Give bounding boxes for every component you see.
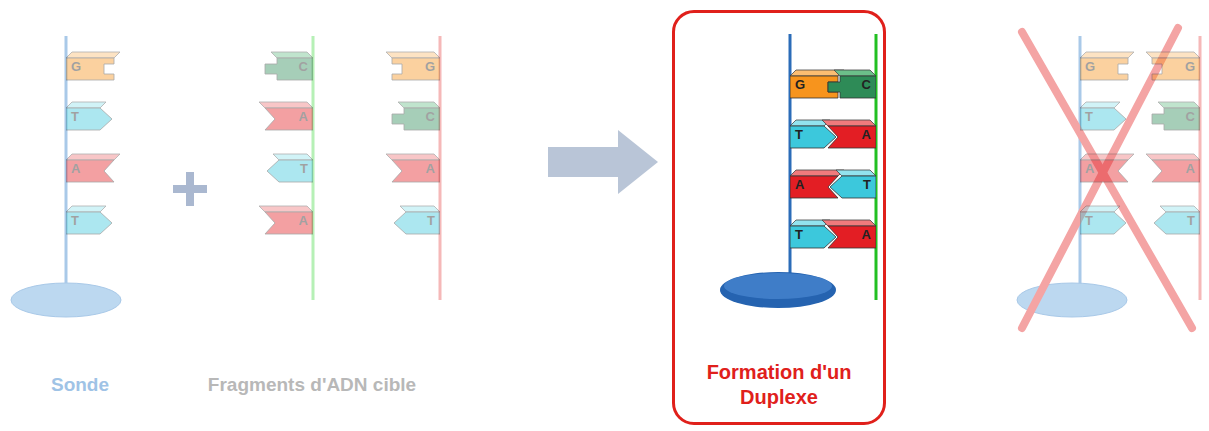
- nucleotide-block: G: [1144, 48, 1200, 82]
- base-letter: A: [299, 110, 308, 124]
- base-letter: A: [862, 128, 871, 142]
- nucleotide-block: A: [1080, 150, 1136, 184]
- base-letter: T: [427, 214, 435, 228]
- base-letter: A: [1085, 162, 1094, 176]
- probe-support: [724, 273, 832, 299]
- base-letter: G: [1185, 60, 1195, 74]
- base-letter: T: [1085, 214, 1093, 228]
- nucleotide-block: C: [384, 98, 440, 132]
- base-letter: C: [1186, 110, 1195, 124]
- base-letter: T: [1085, 110, 1093, 124]
- nucleotide-block: A: [384, 150, 440, 184]
- probe-support: [720, 272, 836, 308]
- target-strand: [875, 34, 878, 300]
- nucleotide-block: T: [820, 166, 876, 200]
- nucleotide-block: T: [1144, 202, 1200, 236]
- nucleotide-block: T: [1080, 98, 1136, 132]
- base-letter: G: [1085, 60, 1095, 74]
- box-title: Formation d'un Duplexe: [675, 360, 883, 410]
- cross-mark: [1022, 28, 1178, 328]
- base-letter: G: [795, 78, 805, 92]
- caption-label: Sonde: [51, 374, 109, 396]
- base-letter: A: [1186, 162, 1195, 176]
- nucleotide-block: G: [66, 48, 122, 82]
- base-letter: T: [795, 128, 803, 142]
- base-letter: A: [862, 228, 871, 242]
- base-letter: T: [71, 214, 79, 228]
- base-letter: A: [426, 162, 435, 176]
- plus-sign: [173, 185, 207, 193]
- nucleotide-block: C: [820, 66, 876, 100]
- base-letter: T: [795, 228, 803, 242]
- nucleotide-block: A: [66, 150, 122, 184]
- probe-support: [11, 283, 121, 317]
- process-arrow: [548, 130, 658, 194]
- base-letter: G: [425, 60, 435, 74]
- nucleotide-block: T: [384, 202, 440, 236]
- base-letter: T: [1187, 214, 1195, 228]
- nucleotide-block: A: [820, 116, 876, 150]
- nucleotide-block: A: [820, 216, 876, 250]
- nucleotide-block: A: [1144, 150, 1200, 184]
- nucleotide-block: T: [66, 98, 122, 132]
- base-letter: A: [71, 162, 80, 176]
- base-letter: C: [426, 110, 435, 124]
- nucleotide-block: T: [257, 150, 313, 184]
- nucleotide-block: G: [384, 48, 440, 82]
- base-letter: A: [795, 178, 804, 192]
- nucleotide-block: T: [66, 202, 122, 236]
- nucleotide-block: C: [257, 48, 313, 82]
- base-letter: G: [71, 60, 81, 74]
- base-letter: C: [862, 78, 871, 92]
- nucleotide-block: A: [257, 98, 313, 132]
- nucleotide-block: A: [257, 202, 313, 236]
- base-letter: T: [863, 178, 871, 192]
- base-letter: T: [71, 110, 79, 124]
- base-letter: C: [299, 60, 308, 74]
- nucleotide-block: G: [1080, 48, 1136, 82]
- nucleotide-block: C: [1144, 98, 1200, 132]
- nucleotide-block: T: [1080, 202, 1136, 236]
- highlight-box: Formation d'un Duplexe G C T A A T T A: [672, 10, 886, 425]
- base-letter: A: [299, 214, 308, 228]
- caption-label: Fragments d'ADN cible: [208, 374, 416, 396]
- base-letter: T: [300, 162, 308, 176]
